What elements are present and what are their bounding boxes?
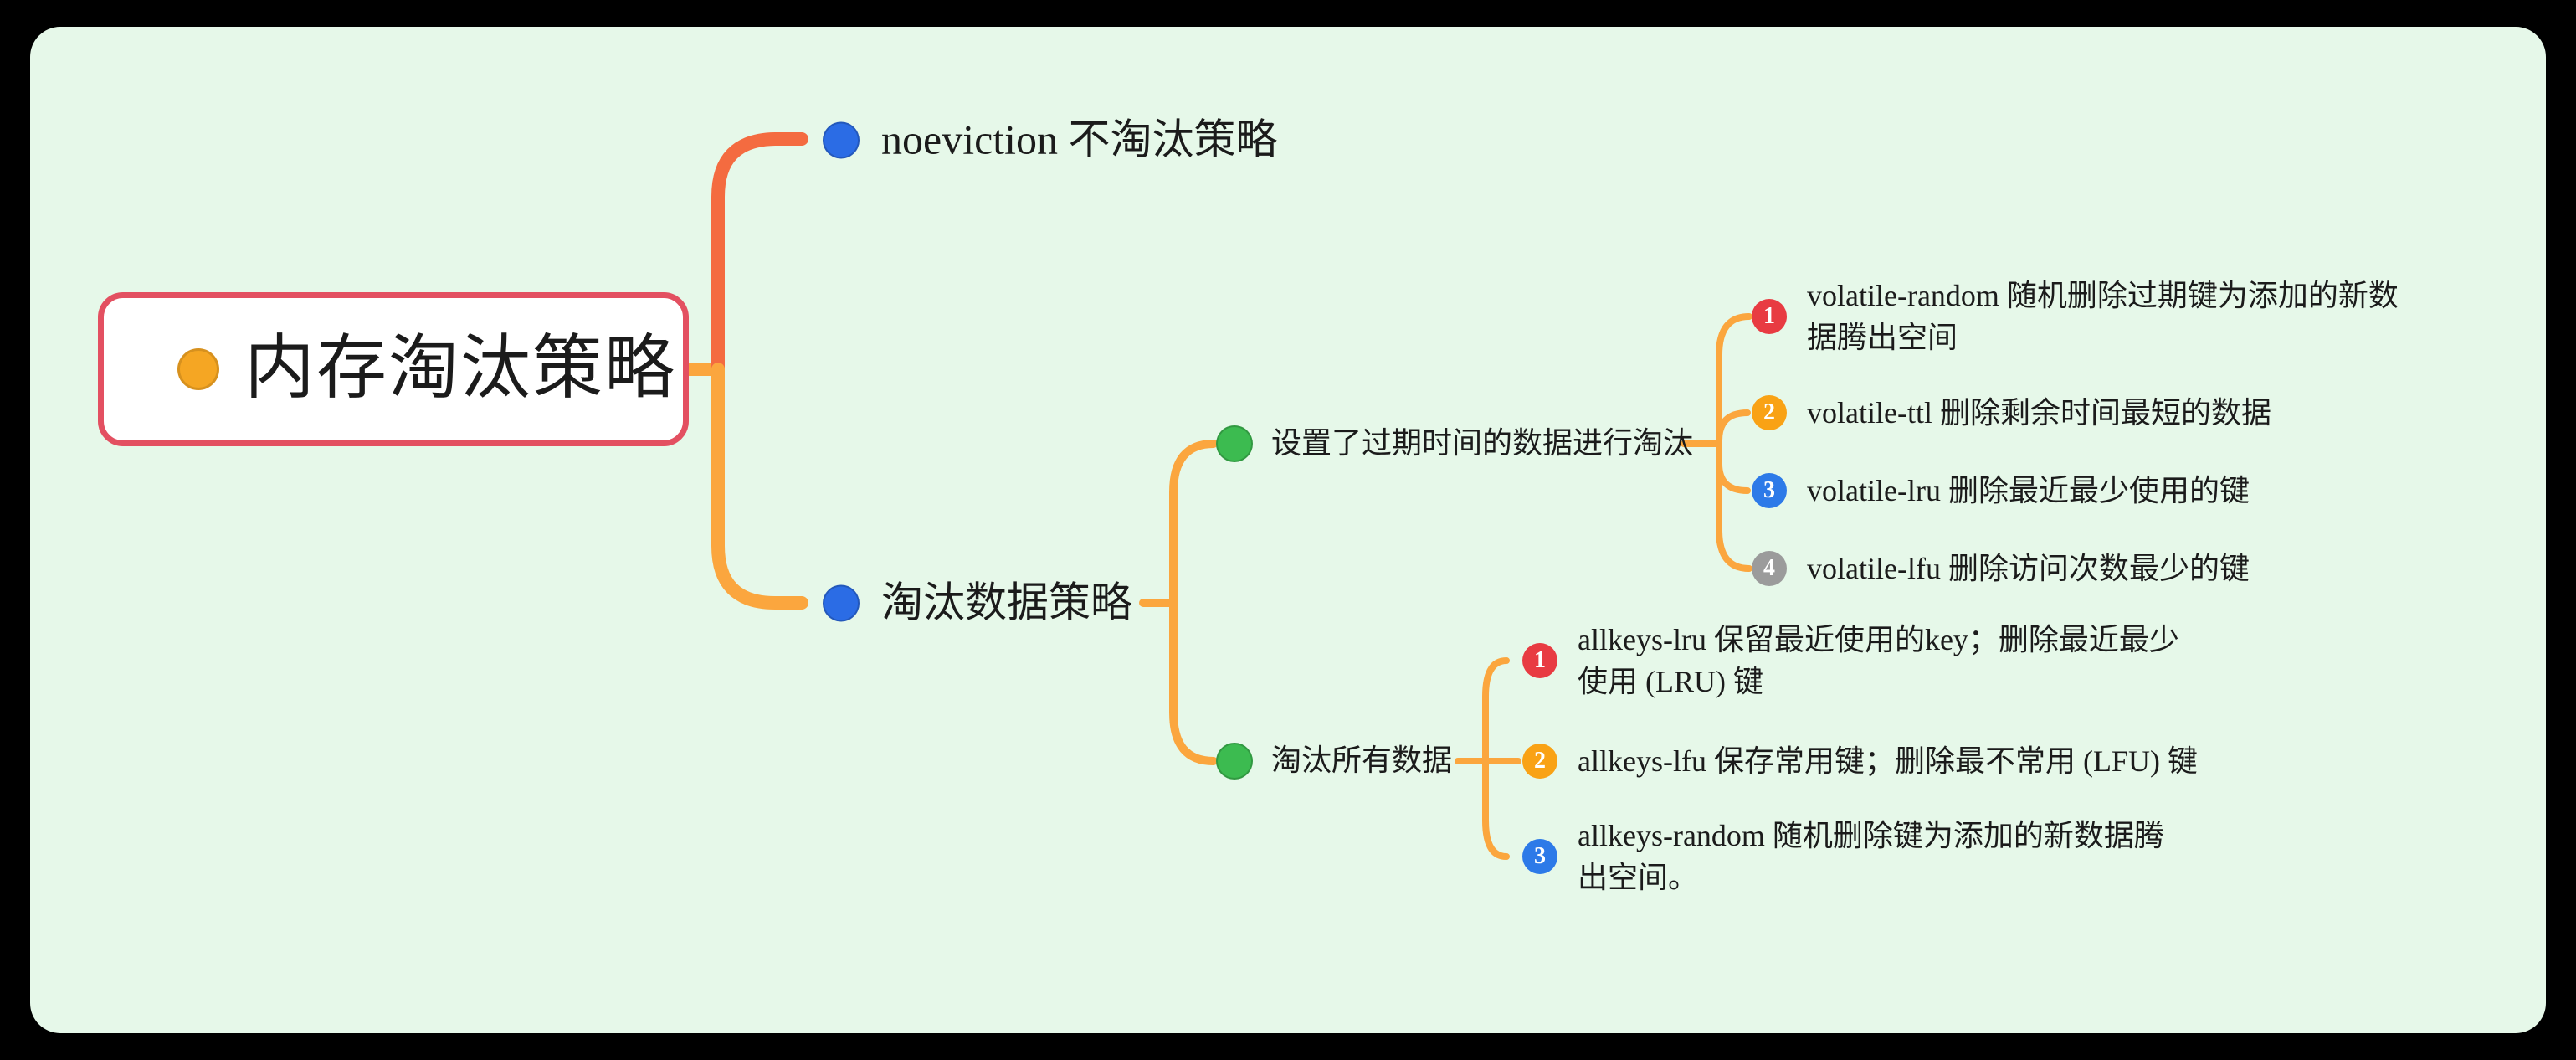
subbranch-label: 淘汰所有数据: [1271, 744, 1453, 778]
leaf-label: volatile-lru 删除最近最少使用的键: [1807, 474, 2250, 507]
subbranch-node-all-keys[interactable]: 淘汰所有数据: [1216, 743, 1452, 780]
circle-bullet-icon: [823, 121, 860, 158]
root-label: 内存淘汰策略: [244, 330, 677, 408]
circle-bullet-icon: [1216, 425, 1253, 462]
number-badge-1-icon: 1: [1752, 299, 1787, 334]
number-badge-4-icon: 4: [1752, 551, 1787, 586]
leaf-node-volatile-lfu[interactable]: 4 volatile-lfu 删除访问次数最少的键: [1752, 548, 2250, 589]
branch-node-noeviction[interactable]: noeviction 不淘汰策略: [823, 116, 1278, 163]
number-badge-3-icon: 3: [1522, 839, 1557, 874]
leaf-label: volatile-lfu 删除访问次数最少的键: [1807, 552, 2250, 585]
leaf-node-volatile-lru[interactable]: 3 volatile-lru 删除最近最少使用的键: [1752, 470, 2250, 512]
leaf-label: volatile-random 随机删除过期键为添加的新数据腾出空间: [1807, 279, 2399, 354]
subbranch-label: 设置了过期时间的数据进行淘汰: [1271, 426, 1694, 461]
circle-bullet-icon: [1216, 743, 1253, 780]
leaf-label: allkeys-lru 保留最近使用的key；删除最近最少使用 (LRU) 键: [1578, 623, 2179, 698]
leaf-node-volatile-random[interactable]: 1 volatile-random 随机删除过期键为添加的新数据腾出空间: [1752, 275, 2399, 358]
leaf-node-allkeys-lru[interactable]: 1 allkeys-lru 保留最近使用的key；删除最近最少使用 (LRU) …: [1522, 619, 2179, 702]
leaf-node-allkeys-random[interactable]: 3 allkeys-random 随机删除键为添加的新数据腾出空间。: [1522, 815, 2164, 898]
leaf-label: volatile-ttl 删除剩余时间最短的数据: [1807, 396, 2271, 430]
number-badge-2-icon: 2: [1752, 395, 1787, 430]
root-node-memory-eviction[interactable]: 内存淘汰策略: [98, 292, 689, 446]
branch-node-evict-data[interactable]: 淘汰数据策略: [823, 579, 1132, 626]
number-badge-1-icon: 1: [1522, 643, 1557, 678]
branch-label: noeviction 不淘汰策略: [881, 116, 1278, 163]
subbranch-node-expired-keys[interactable]: 设置了过期时间的数据进行淘汰: [1216, 425, 1693, 462]
mindmap-canvas[interactable]: [30, 27, 2546, 1033]
number-badge-2-icon: 2: [1522, 744, 1557, 779]
leaf-node-volatile-ttl[interactable]: 2 volatile-ttl 删除剩余时间最短的数据: [1752, 392, 2271, 434]
branch-label: 淘汰数据策略: [881, 579, 1132, 626]
circle-bullet-icon: [823, 584, 860, 621]
root-bullet-icon: [177, 348, 219, 390]
leaf-label: allkeys-lfu 保存常用键；删除最不常用 (LFU) 键: [1578, 744, 2198, 778]
number-badge-3-icon: 3: [1752, 473, 1787, 508]
leaf-label: allkeys-random 随机删除键为添加的新数据腾出空间。: [1578, 819, 2164, 894]
leaf-node-allkeys-lfu[interactable]: 2 allkeys-lfu 保存常用键；删除最不常用 (LFU) 键: [1522, 740, 2198, 782]
